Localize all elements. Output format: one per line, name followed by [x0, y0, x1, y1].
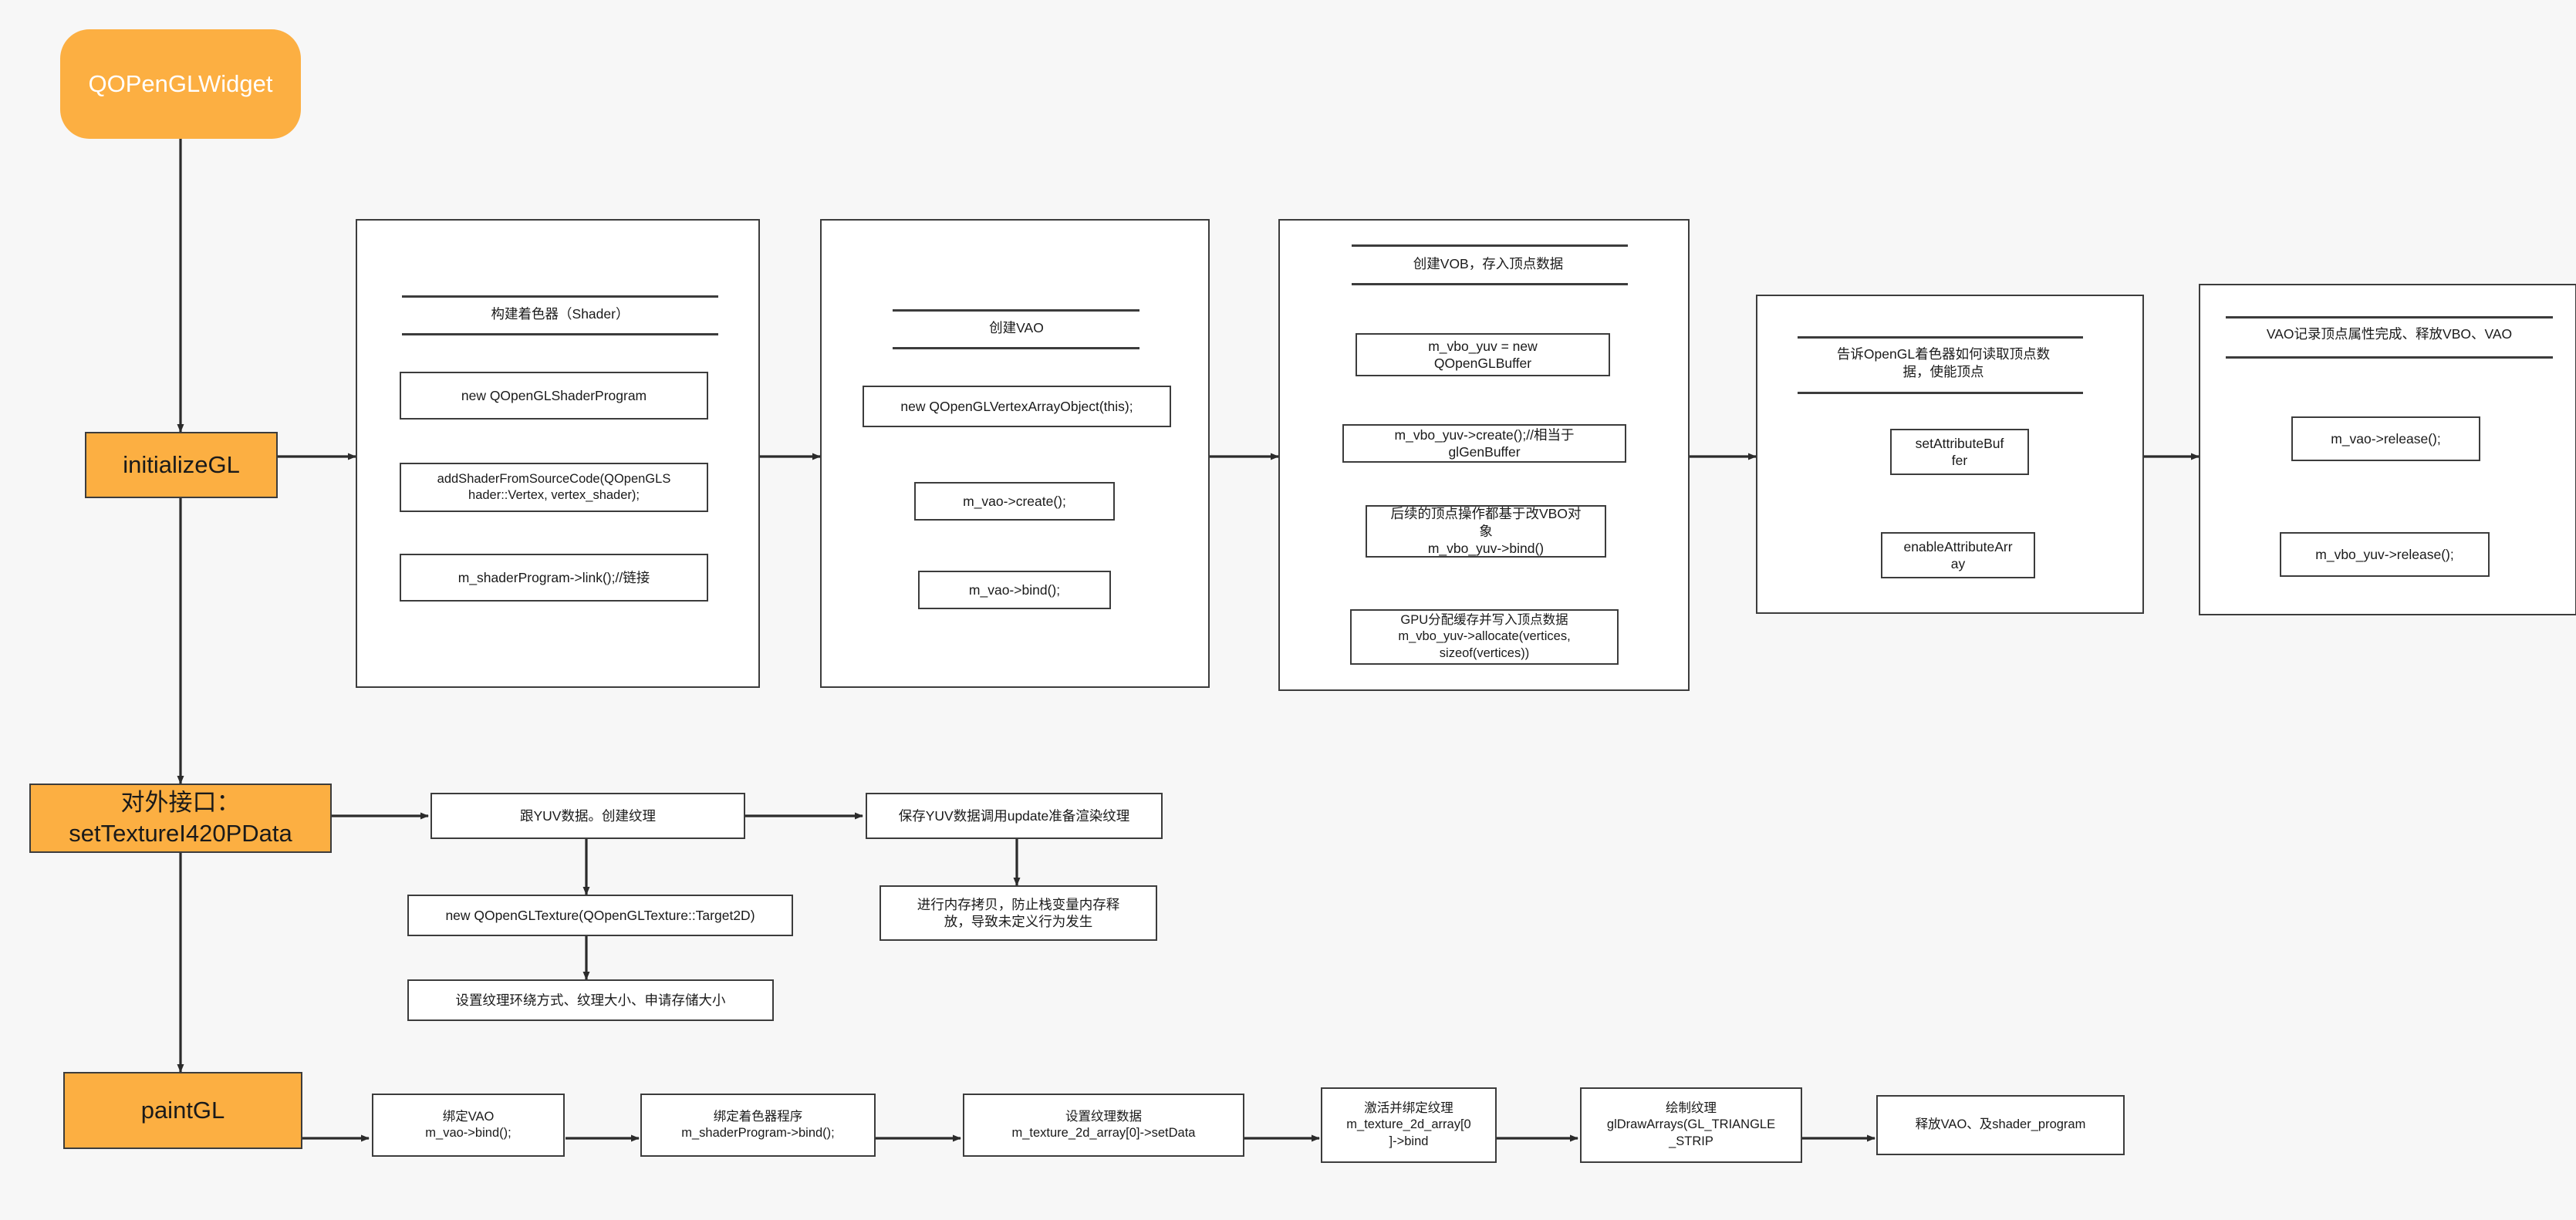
node-qopenglwidget[interactable]: QOPenGLWidget [60, 29, 301, 139]
shader-title-rule-top [402, 295, 718, 298]
subgraph-vbo-title: 创建VOB，存入顶点数据 [1413, 256, 1564, 271]
attribute-step-2[interactable]: enableAttributeArr ay [1881, 532, 2035, 578]
release-step-1[interactable]: m_vao->release(); [2291, 416, 2480, 461]
attr-title-rule-top [1798, 336, 2083, 339]
paint-step-6[interactable]: 释放VAO、及shader_program [1876, 1095, 2125, 1155]
release-title-rule-top [2226, 316, 2553, 318]
subgraph-shader-title: 构建着色器（Shader） [491, 306, 630, 322]
shader-title-rule-bottom [402, 333, 718, 335]
vbo-title-rule-top [1352, 244, 1628, 247]
vao-step-3[interactable]: m_vao->bind(); [918, 571, 1111, 609]
release-title-rule-bottom [2226, 356, 2553, 359]
subgraph-shader: 构建着色器（Shader） [356, 219, 760, 688]
texture-new-qopengltexture[interactable]: new QOpenGLTexture(QOpenGLTexture::Targe… [407, 895, 793, 936]
attribute-step-1[interactable]: setAttributeBuf fer [1890, 429, 2029, 475]
attr-title-rule-bottom [1798, 392, 2083, 394]
node-paintgl[interactable]: paintGL [63, 1072, 302, 1149]
vbo-step-4[interactable]: GPU分配缓存并写入顶点数据 m_vbo_yuv->allocate(verti… [1350, 609, 1619, 665]
texture-memcpy-note[interactable]: 进行内存拷贝，防止栈变量内存释 放，导致未定义行为发生 [879, 885, 1157, 941]
vao-step-1[interactable]: new QOpenGLVertexArrayObject(this); [863, 386, 1171, 427]
vbo-step-1[interactable]: m_vbo_yuv = new QOpenGLBuffer [1356, 333, 1610, 376]
node-initializegl[interactable]: initializeGL [85, 432, 278, 498]
vbo-title-rule-bottom [1352, 283, 1628, 285]
texture-params[interactable]: 设置纹理环绕方式、纹理大小、申请存储大小 [407, 979, 774, 1021]
shader-step-3[interactable]: m_shaderProgram->link();//链接 [400, 554, 708, 602]
paint-step-1[interactable]: 绑定VAO m_vao->bind(); [372, 1094, 565, 1157]
vao-title-rule-bottom [893, 347, 1139, 349]
texture-save-yuv[interactable]: 保存YUV数据调用update准备渲染纹理 [866, 793, 1163, 839]
vbo-step-3[interactable]: 后续的顶点操作都基于改VBO对 象 m_vbo_yuv->bind() [1366, 505, 1606, 558]
shader-step-1[interactable]: new QOpenGLShaderProgram [400, 372, 708, 420]
subgraph-vao: 创建VAO [820, 219, 1210, 688]
subgraph-release-title: VAO记录顶点属性完成、释放VBO、VAO [2266, 326, 2513, 342]
vao-title-rule-top [893, 309, 1139, 312]
vbo-step-2[interactable]: m_vbo_yuv->create();//相当于 glGenBuffer [1342, 424, 1626, 463]
vao-step-2[interactable]: m_vao->create(); [914, 482, 1115, 521]
subgraph-vao-title: 创建VAO [989, 320, 1044, 335]
node-settexturei420pdata[interactable]: 对外接口： setTextureI420PData [29, 784, 332, 853]
paint-step-4[interactable]: 激活并绑定纹理 m_texture_2d_array[0 ]->bind [1321, 1087, 1497, 1163]
paint-step-2[interactable]: 绑定着色器程序 m_shaderProgram->bind(); [640, 1094, 876, 1157]
shader-step-2[interactable]: addShaderFromSourceCode(QOpenGLS hader::… [400, 463, 708, 512]
paint-step-3[interactable]: 设置纹理数据 m_texture_2d_array[0]->setData [963, 1094, 1244, 1157]
release-step-2[interactable]: m_vbo_yuv->release(); [2280, 532, 2490, 577]
texture-create[interactable]: 跟YUV数据。创建纹理 [430, 793, 745, 839]
paint-step-5[interactable]: 绘制纹理 glDrawArrays(GL_TRIANGLE _STRIP [1580, 1087, 1802, 1163]
subgraph-attribute-title: 告诉OpenGL着色器如何读取顶点数 据，使能顶点 [1836, 346, 2051, 379]
